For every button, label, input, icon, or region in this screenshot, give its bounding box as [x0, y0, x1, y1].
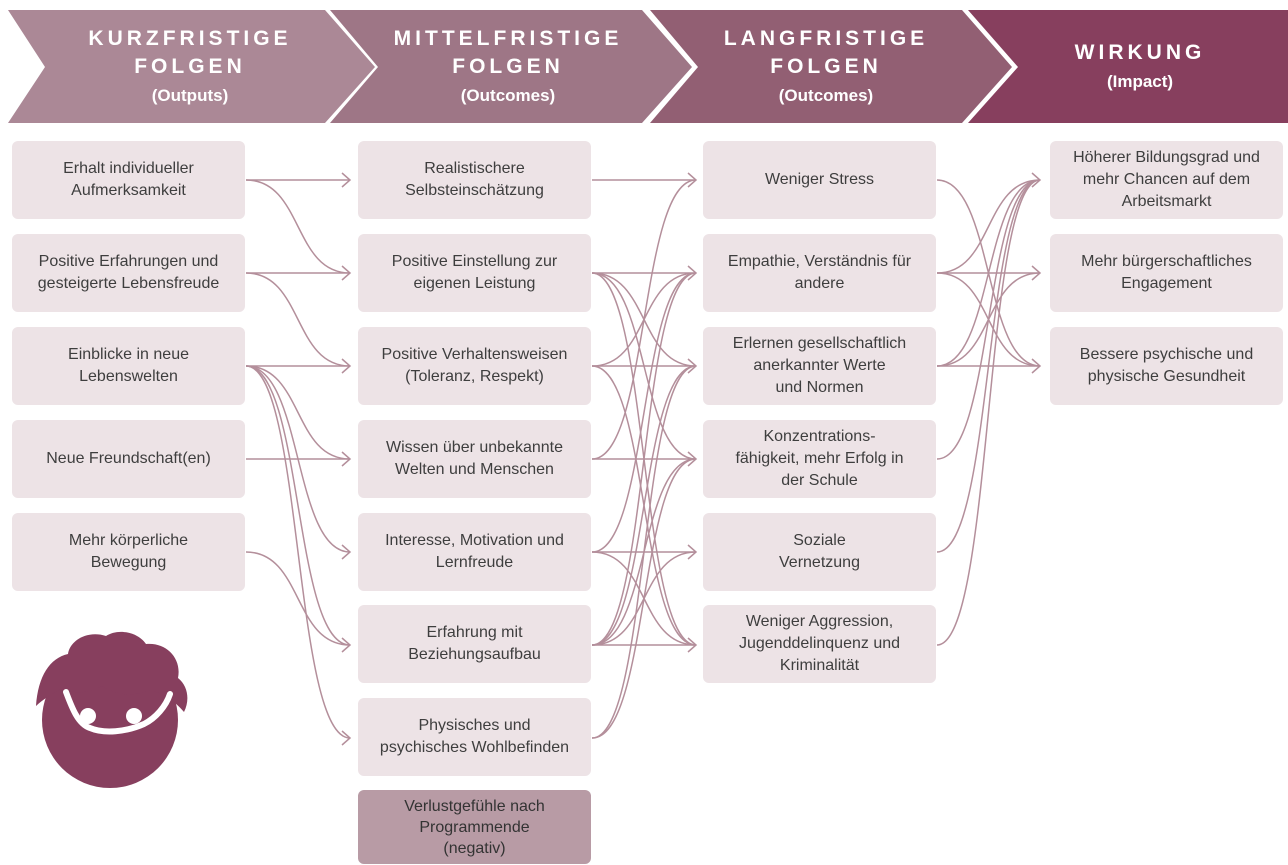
- arrowhead: [341, 172, 352, 188]
- arrowhead: [687, 637, 698, 653]
- arrowhead: [341, 544, 352, 560]
- mid-outcome-box: Positive Verhaltensweisen (Toleranz, Res…: [358, 327, 591, 405]
- mid-outcome-label: Erfahrung mit Beziehungsaufbau: [408, 624, 541, 663]
- mid-outcome-box: Physisches und psychisches Wohlbefinden: [358, 698, 591, 776]
- header-mid-term-subtitle: (Outcomes): [460, 85, 556, 105]
- mid-outcome-label: Physisches und psychisches Wohlbefinden: [379, 717, 570, 756]
- connector-line: [591, 179, 697, 460]
- output-box: Positive Erfahrungen und gesteigerte Leb…: [12, 234, 245, 312]
- connector-line: [245, 365, 351, 460]
- connector-line: [591, 365, 697, 646]
- connector-line: [245, 551, 351, 646]
- long-outcome-label: Weniger Stress: [764, 171, 875, 188]
- arrowhead: [1031, 358, 1042, 374]
- long-outcome-box: Soziale Vernetzung: [703, 513, 936, 591]
- arrowhead: [1031, 172, 1042, 188]
- arrowhead: [341, 637, 352, 653]
- header-chevron-3: [650, 10, 1012, 123]
- connector-line: [245, 365, 351, 646]
- connector-line: [936, 179, 1041, 646]
- output-box: Neue Freundschaft(en): [12, 420, 245, 498]
- header-mid-term-title: MITTELFRISTIGE FOLGEN: [393, 26, 623, 78]
- long-outcome-box: Weniger Stress: [703, 141, 936, 219]
- header-impact-title: WIRKUNG: [1074, 40, 1206, 64]
- connector-line: [245, 179, 351, 274]
- arrowhead: [687, 172, 698, 188]
- negative-outcome-label: Verlustgefühle nach Programmende (negati…: [404, 797, 545, 857]
- child-avatar-icon: [36, 631, 188, 788]
- impact-label: Bessere psychische und physische Gesundh…: [1079, 346, 1254, 385]
- impact-box: Bessere psychische und physische Gesundh…: [1050, 327, 1283, 405]
- header-short-term: KURZFRISTIGE FOLGEN (Outputs): [60, 10, 320, 123]
- mid-outcome-label: Wissen über unbekannte Welten und Mensch…: [386, 439, 563, 478]
- impact-label: Mehr bürgerschaftliches Engagement: [1081, 253, 1252, 292]
- long-outcome-box: Empathie, Verständnis für andere: [703, 234, 936, 312]
- arrowhead: [1031, 265, 1042, 281]
- connector-line: [936, 179, 1041, 274]
- connector-line: [591, 365, 697, 739]
- connector-line: [245, 272, 351, 367]
- header-short-term-title: KURZFRISTIGE FOLGEN: [88, 26, 292, 78]
- arrowhead: [687, 265, 698, 281]
- output-box: Mehr körperliche Bewegung: [12, 513, 245, 591]
- arrowhead: [341, 730, 352, 746]
- impact-box: Höherer Bildungsgrad und mehr Chancen au…: [1050, 141, 1283, 219]
- long-outcome-box: Konzentrations- fähigkeit, mehr Erfolg i…: [703, 420, 936, 498]
- long-outcome-label: Empathie, Verständnis für andere: [727, 253, 912, 292]
- connector-line: [936, 179, 1041, 460]
- header-short-term-subtitle: (Outputs): [151, 85, 229, 105]
- impact-label: Höherer Bildungsgrad und mehr Chancen au…: [1073, 149, 1260, 210]
- output-label: Erhalt individueller Aufmerksamkeit: [63, 160, 194, 199]
- long-outcome-label: Weniger Aggression, Jugenddelinquenz und…: [738, 613, 901, 674]
- connector-line: [936, 179, 1041, 553]
- output-label: Positive Erfahrungen und gesteigerte Leb…: [37, 253, 220, 292]
- arrowhead: [687, 544, 698, 560]
- mid-outcome-label: Interesse, Motivation und Lernfreude: [385, 532, 564, 571]
- output-label: Einblicke in neue Lebenswelten: [68, 346, 189, 385]
- header-chevron-4: [968, 10, 1288, 123]
- long-outcome-box: Weniger Aggression, Jugenddelinquenz und…: [703, 605, 936, 683]
- mid-outcome-box: Realistischere Selbsteinschätzung: [358, 141, 591, 219]
- connector-line: [591, 272, 697, 553]
- arrowhead: [341, 451, 352, 467]
- header-long-term-title: LANGFRISTIGE FOLGEN: [723, 26, 929, 78]
- connector-line: [936, 179, 1041, 367]
- mid-outcome-box: Erfahrung mit Beziehungsaufbau: [358, 605, 591, 683]
- header-impact: WIRKUNG (Impact): [1020, 10, 1260, 123]
- connector-line: [591, 458, 697, 739]
- header-mid-term: MITTELFRISTIGE FOLGEN (Outcomes): [378, 10, 638, 123]
- long-outcome-box: Erlernen gesellschaftlich anerkannter We…: [703, 327, 936, 405]
- arrowhead: [341, 265, 352, 281]
- header-chevron-1: [8, 10, 375, 123]
- arrowhead: [341, 358, 352, 374]
- mid-outcome-box: Wissen über unbekannte Welten und Mensch…: [358, 420, 591, 498]
- long-outcome-label: Soziale Vernetzung: [779, 532, 860, 571]
- mid-outcome-box: Positive Einstellung zur eigenen Leistun…: [358, 234, 591, 312]
- output-label: Neue Freundschaft(en): [46, 450, 211, 467]
- output-box: Einblicke in neue Lebenswelten: [12, 327, 245, 405]
- impact-box: Mehr bürgerschaftliches Engagement: [1050, 234, 1283, 312]
- mid-outcome-label: Realistischere Selbsteinschätzung: [405, 160, 544, 199]
- output-box: Erhalt individueller Aufmerksamkeit: [12, 141, 245, 219]
- header-chevron-2: [330, 10, 692, 123]
- long-outcome-label: Erlernen gesellschaftlich anerkannter We…: [732, 335, 907, 396]
- header-long-term-subtitle: (Outcomes): [778, 85, 874, 105]
- arrowhead: [687, 358, 698, 374]
- mid-outcome-box: Interesse, Motivation und Lernfreude: [358, 513, 591, 591]
- output-label: Mehr körperliche Bewegung: [68, 532, 189, 571]
- mid-outcome-label: Positive Einstellung zur eigenen Leistun…: [391, 253, 558, 292]
- connector-line: [245, 365, 351, 739]
- header-long-term: LANGFRISTIGE FOLGEN (Outcomes): [696, 10, 956, 123]
- connector-line: [591, 272, 697, 646]
- mid-outcome-label: Positive Verhaltensweisen (Toleranz, Res…: [381, 346, 568, 385]
- negative-outcome-box: Verlustgefühle nach Programmende (negati…: [358, 790, 591, 864]
- long-outcome-label: Konzentrations- fähigkeit, mehr Erfolg i…: [735, 428, 904, 489]
- header-impact-subtitle: (Impact): [1106, 71, 1174, 91]
- arrowhead: [687, 451, 698, 467]
